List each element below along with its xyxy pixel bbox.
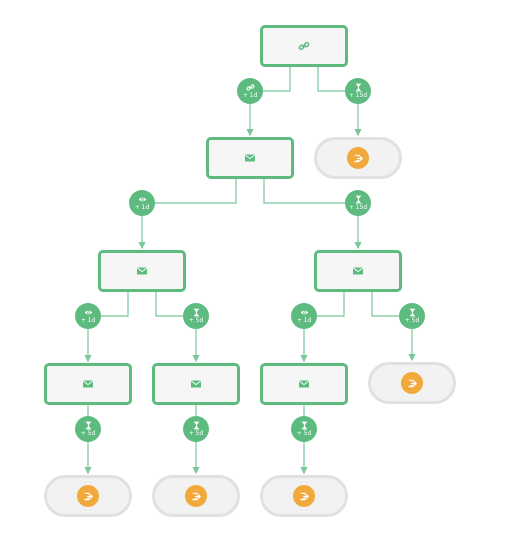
exit-node-exit-4[interactable] [152, 475, 240, 517]
exit-icon [347, 147, 369, 169]
hourglass-icon [408, 308, 417, 317]
eye-icon [138, 195, 147, 204]
exit-node-exit-2[interactable] [368, 362, 456, 404]
condition-delay-label: + 1d [296, 317, 312, 324]
exit-node-exit-1[interactable] [314, 137, 402, 179]
edge-email-2b-to-email-3c [300, 292, 345, 363]
condition-delay-label: + 1d [242, 92, 258, 99]
step-node-start[interactable] [260, 25, 348, 67]
condition-badge[interactable]: + 1d [291, 303, 317, 329]
step-node-email-3b[interactable] [152, 363, 240, 405]
hourglass-icon [354, 83, 363, 92]
condition-delay-label: + 5d [296, 430, 312, 437]
edge-email-2b-to-exit-2 [371, 292, 416, 362]
condition-badge[interactable]: + 5d [183, 416, 209, 442]
link-icon [246, 83, 255, 92]
condition-delay-label: + 5d [188, 317, 204, 324]
edge-email-1-to-email-2b [263, 179, 362, 250]
condition-badge[interactable]: + 15d [345, 190, 371, 216]
edge-email-2a-to-email-3b [155, 292, 200, 363]
edge-email-2a-to-email-3a [84, 292, 129, 363]
condition-badge[interactable]: + 5d [291, 416, 317, 442]
exit-icon [185, 485, 207, 507]
condition-badge[interactable]: + 15d [345, 78, 371, 104]
eye-icon [84, 308, 93, 317]
condition-delay-label: + 15d [348, 204, 368, 211]
envelope-icon [352, 265, 364, 277]
step-node-email-3a[interactable] [44, 363, 132, 405]
exit-node-exit-5[interactable] [260, 475, 348, 517]
link-icon [298, 40, 310, 52]
exit-icon [293, 485, 315, 507]
condition-delay-label: + 1d [80, 317, 96, 324]
condition-badge[interactable]: + 5d [75, 416, 101, 442]
edge-start-to-exit-1 [317, 67, 362, 137]
condition-badge[interactable]: + 1d [75, 303, 101, 329]
eye-icon [300, 308, 309, 317]
hourglass-icon [192, 308, 201, 317]
condition-delay-label: + 5d [80, 430, 96, 437]
envelope-icon [136, 265, 148, 277]
hourglass-icon [84, 421, 93, 430]
condition-delay-label: + 15d [348, 92, 368, 99]
envelope-icon [298, 378, 310, 390]
envelope-icon [244, 152, 256, 164]
condition-badge[interactable]: + 5d [399, 303, 425, 329]
step-node-email-2b[interactable] [314, 250, 402, 292]
exit-icon [77, 485, 99, 507]
envelope-icon [190, 378, 202, 390]
condition-delay-label: + 1d [134, 204, 150, 211]
hourglass-icon [354, 195, 363, 204]
condition-delay-label: + 5d [404, 317, 420, 324]
edge-email-1-to-email-2a [138, 179, 237, 250]
condition-badge[interactable]: + 5d [183, 303, 209, 329]
envelope-icon [82, 378, 94, 390]
exit-icon [401, 372, 423, 394]
step-node-email-1[interactable] [206, 137, 294, 179]
condition-badge[interactable]: + 1d [129, 190, 155, 216]
edge-start-to-email-1 [246, 67, 291, 137]
step-node-email-3c[interactable] [260, 363, 348, 405]
condition-badge[interactable]: + 1d [237, 78, 263, 104]
hourglass-icon [192, 421, 201, 430]
hourglass-icon [300, 421, 309, 430]
exit-node-exit-3[interactable] [44, 475, 132, 517]
step-node-email-2a[interactable] [98, 250, 186, 292]
condition-delay-label: + 5d [188, 430, 204, 437]
